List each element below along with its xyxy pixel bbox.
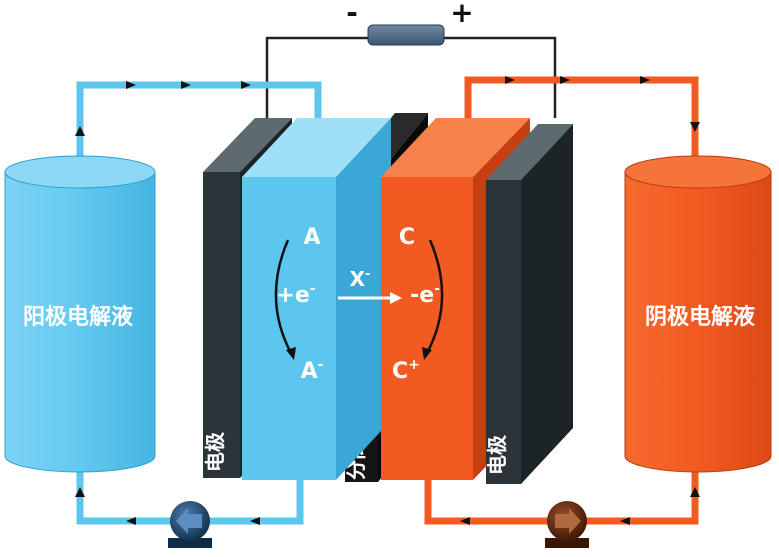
cathode-species-label: C <box>399 225 415 250</box>
plus-terminal-label: + <box>450 0 473 29</box>
anode-reduced-label: A <box>301 359 318 384</box>
cell-stack: 分离器 电极 A +e- A- <box>203 113 573 484</box>
flow-arrow <box>640 76 650 84</box>
catholyte-tank: 阴极电解液 <box>624 155 772 473</box>
flow-arrow <box>75 126 85 136</box>
anode-reaction-arrow <box>274 239 294 356</box>
svg-text:+e-: +e- <box>276 281 315 308</box>
svg-text:-e-: -e- <box>410 281 440 308</box>
right-electrode-label: 电极 <box>485 434 509 475</box>
flow-arrow <box>620 517 630 525</box>
flow-arrow <box>75 487 85 497</box>
anode-electron-sup: - <box>310 281 316 297</box>
anode-reduced-sup: - <box>318 357 324 373</box>
pump-icon <box>168 501 212 548</box>
anolyte-pipe-top <box>76 81 322 158</box>
cathode-electron-label: -e <box>410 283 434 308</box>
anolyte-tank: 阳极电解液 <box>4 155 156 473</box>
resistor-icon <box>367 24 445 46</box>
cathode-oxidized-label: C <box>392 359 408 384</box>
flow-arrow <box>690 487 700 497</box>
catholyte-label: 阴极电解液 <box>645 304 755 330</box>
cathode-reaction-arrow <box>424 239 444 356</box>
svg-text:C+: C+ <box>392 357 420 384</box>
flow-arrow <box>460 517 470 525</box>
anode-species-label: A <box>303 225 320 250</box>
minus-terminal-label: - <box>346 0 358 29</box>
external-circuit: - + <box>265 0 557 125</box>
flow-arrow <box>126 517 136 525</box>
flow-arrow <box>560 76 570 84</box>
anode-electron-label: +e <box>276 283 309 308</box>
ion-transfer: X- <box>338 267 402 304</box>
ion-sup: - <box>365 267 370 282</box>
right-electrode: 电极 <box>485 124 573 484</box>
svg-text:A-: A- <box>301 357 324 384</box>
flow-arrow <box>181 81 191 89</box>
anolyte-loop <box>75 81 322 548</box>
ion-label: X <box>350 267 366 291</box>
flow-arrow <box>250 517 260 525</box>
flow-arrow <box>505 76 515 84</box>
svg-text:X-: X- <box>350 267 371 291</box>
pump-icon <box>545 501 589 548</box>
flow-arrow <box>690 122 700 132</box>
flow-arrow <box>241 81 251 89</box>
cathode-oxidized-sup: + <box>408 357 420 373</box>
anolyte-label: 阳极电解液 <box>23 304 133 330</box>
catholyte-pipe-top <box>464 76 699 158</box>
cathode-electron-sup: - <box>434 281 440 297</box>
left-electrode-label: 电极 <box>203 431 227 472</box>
flow-arrow <box>126 81 136 89</box>
catholyte-loop <box>424 76 700 548</box>
